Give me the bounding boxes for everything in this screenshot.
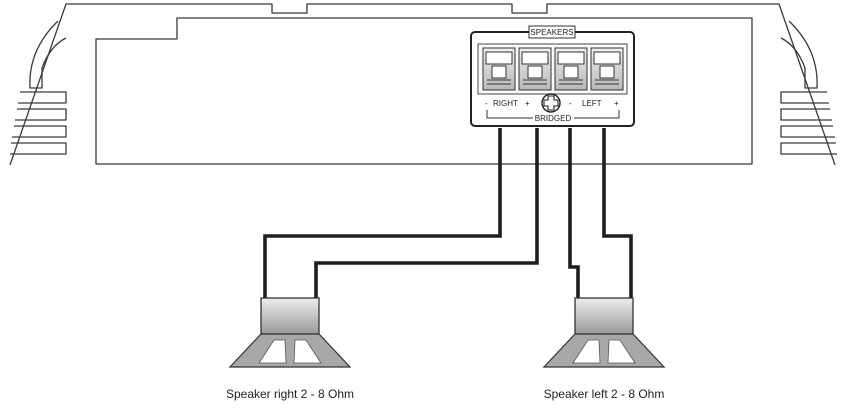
left-minus-label: - xyxy=(569,99,572,108)
wire-left-negative xyxy=(568,128,580,298)
right-minus-label: - xyxy=(485,99,488,108)
terminal-left-negative xyxy=(554,47,588,91)
right-plus-label: + xyxy=(525,99,530,108)
amplifier-housing xyxy=(9,3,837,166)
speaker-icon xyxy=(228,297,352,368)
terminal-block xyxy=(482,47,624,91)
terminal-left-positive xyxy=(590,47,624,91)
bridged-bracket xyxy=(486,110,620,119)
bridged-label: BRIDGED xyxy=(535,114,572,123)
left-channel-label: LEFT xyxy=(582,99,602,108)
wire-right-positive xyxy=(314,128,539,298)
right-heatsink-fins xyxy=(780,20,837,155)
speaker-right xyxy=(228,297,352,368)
wire-left-positive xyxy=(602,128,633,298)
panel-title: SPEAKERS xyxy=(530,28,573,37)
speaker-icon xyxy=(542,297,666,368)
right-channel-label: RIGHT xyxy=(493,99,518,108)
speaker-left-label: Speaker left 2 - 8 Ohm xyxy=(544,387,665,401)
speaker-left xyxy=(542,297,666,368)
left-heatsink-fins xyxy=(10,20,67,155)
screw-icon xyxy=(541,93,561,113)
speaker-right-label: Speaker right 2 - 8 Ohm xyxy=(226,387,354,401)
speaker-wires xyxy=(263,128,633,298)
terminal-right-negative xyxy=(482,47,516,91)
terminal-right-positive xyxy=(518,47,552,91)
left-plus-label: + xyxy=(614,99,619,108)
speaker-terminal-panel: SPEAKERS - RIGHT + - LEFT + BRIDGED xyxy=(470,25,635,127)
wire-right-negative xyxy=(263,128,502,298)
